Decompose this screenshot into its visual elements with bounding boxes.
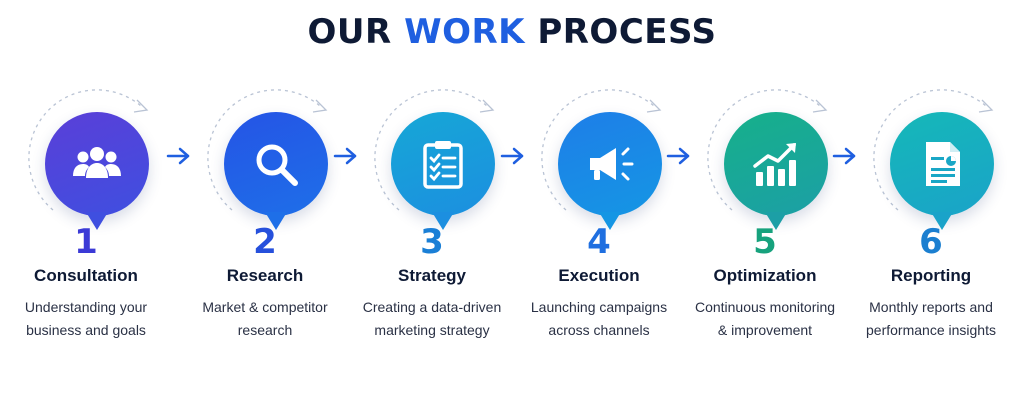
right-arrow-icon — [666, 147, 690, 165]
step-number: 5 — [753, 222, 777, 262]
step-pin — [890, 112, 994, 230]
magnifier-icon — [256, 144, 298, 186]
megaphone-icon — [590, 147, 634, 181]
report-document-icon — [926, 142, 960, 186]
right-arrow-icon — [166, 147, 190, 165]
step-number: 3 — [420, 222, 444, 262]
step-execution: 4 Execution Launching campaigns across c… — [514, 84, 684, 384]
dashed-orbit-arrow — [707, 89, 828, 211]
dashed-orbit-arrow — [541, 89, 662, 211]
step-name: Consultation — [34, 266, 138, 285]
dashed-orbit-arrow — [207, 89, 328, 211]
step-pin — [391, 112, 495, 230]
step-number: 2 — [253, 222, 277, 262]
step-description: Market & competitor research — [202, 299, 328, 338]
step-number: 4 — [587, 222, 611, 262]
step-description: Monthly reports and performance insights — [866, 299, 996, 338]
growth-chart-icon — [753, 143, 796, 186]
right-arrow-icon — [832, 147, 856, 165]
step-name: Strategy — [397, 266, 467, 285]
step-pin — [45, 112, 149, 230]
step-description: Understanding your business and goals — [24, 299, 148, 338]
step-name: Execution — [558, 266, 640, 285]
step-description: Creating a data-driven marketing strateg… — [362, 299, 502, 338]
right-arrow-icon — [333, 147, 357, 165]
title-rest: PROCESS — [525, 12, 717, 52]
dashed-orbit-arrow — [873, 89, 994, 211]
step-pin — [224, 112, 328, 230]
step-pin — [724, 112, 828, 230]
step-reporting: 6 Reporting Monthly reports and performa… — [846, 84, 1016, 384]
step-number: 6 — [919, 222, 943, 262]
step-name: Optimization — [713, 266, 817, 285]
team-icon — [73, 147, 121, 178]
dashed-orbit-arrow — [28, 89, 149, 211]
step-research: 2 Research Market & competitor research — [180, 84, 350, 384]
clipboard-checklist-icon — [423, 141, 463, 189]
step-description: Continuous monitoring & improvement — [694, 299, 836, 338]
step-description: Launching campaigns across channels — [530, 299, 668, 338]
title-accent: WORK — [404, 12, 525, 52]
step-name: Research — [226, 266, 304, 285]
step-name: Reporting — [890, 266, 972, 285]
step-consultation: 1 Consultation Understanding your busine… — [1, 84, 171, 384]
page-title: OUR WORK PROCESS — [0, 12, 1024, 52]
right-arrow-icon — [500, 147, 524, 165]
step-pin — [558, 112, 662, 230]
title-main: OUR — [307, 12, 405, 52]
step-optimization: 5 Optimization Continuous monitoring & i… — [680, 84, 850, 384]
dashed-orbit-arrow — [374, 89, 495, 211]
step-number: 1 — [74, 222, 98, 262]
step-strategy: 3 Strategy Creating a data-driven market… — [347, 84, 517, 384]
